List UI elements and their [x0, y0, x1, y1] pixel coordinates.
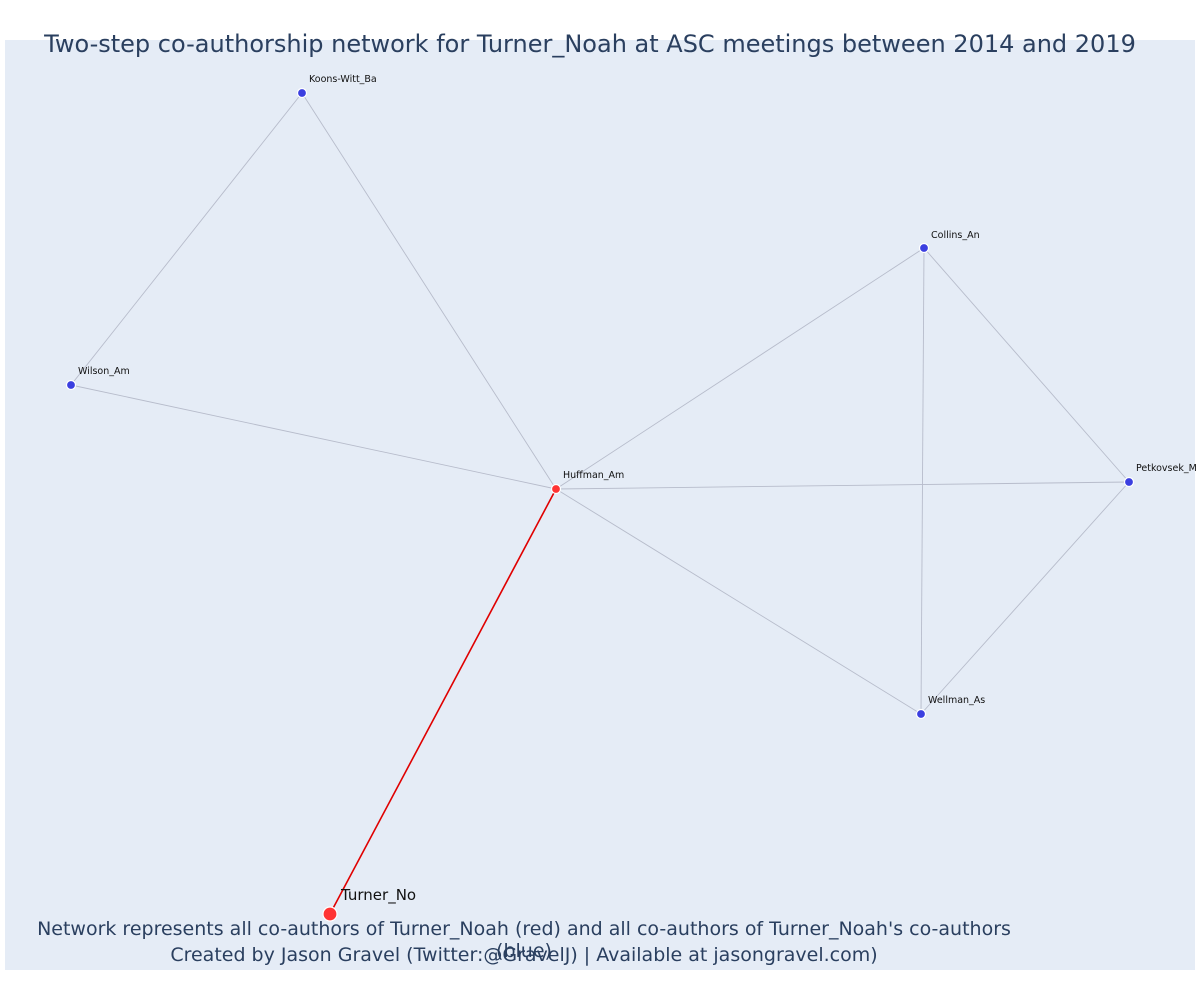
caption-line-2: Created by Jason Gravel (Twitter:@Gravel…	[170, 944, 878, 966]
node-marker-collins[interactable]	[918, 242, 930, 254]
node-collins[interactable]: Collins_An	[918, 230, 980, 254]
edge-koons-huffman	[301, 92, 557, 490]
node-huffman[interactable]: Huffman_Am	[550, 470, 625, 495]
node-marker-wellman[interactable]	[915, 708, 927, 720]
node-koons[interactable]: Koons-Witt_Ba	[296, 74, 377, 99]
node-marker-koons[interactable]	[296, 87, 308, 99]
edge-huffman-petkovsek	[555, 481, 1130, 490]
edge-petkovsek-wellman	[920, 481, 1130, 715]
edge-huffman-turner	[329, 488, 557, 915]
edge-collins-petkovsek	[923, 247, 1130, 483]
node-wilson[interactable]: Wilson_Am	[65, 366, 130, 391]
caption-line-1: Network represents all co-authors of Tur…	[37, 918, 1011, 962]
chart-title: Two-step co-authorship network for Turne…	[44, 30, 1136, 58]
nodes-layer: Koons-Witt_BaCollins_AnWilson_AmHuffman_…	[65, 74, 1197, 922]
node-label-huffman: Huffman_Am	[563, 470, 624, 481]
node-label-wilson: Wilson_Am	[78, 366, 130, 377]
node-label-koons: Koons-Witt_Ba	[309, 74, 377, 85]
node-marker-petkovsek[interactable]	[1123, 476, 1135, 488]
node-marker-turner[interactable]	[322, 906, 338, 922]
edge-collins-wellman	[920, 247, 925, 715]
node-marker-wilson[interactable]	[65, 379, 77, 391]
node-label-collins: Collins_An	[931, 230, 980, 241]
node-label-petkovsek: Petkovsek_M	[1136, 463, 1197, 474]
node-marker-huffman[interactable]	[550, 483, 562, 495]
node-wellman[interactable]: Wellman_As	[915, 695, 986, 720]
plot-area	[5, 40, 1195, 970]
node-label-wellman: Wellman_As	[928, 695, 985, 706]
edge-huffman-collins	[555, 247, 925, 490]
edge-koons-wilson	[70, 92, 303, 386]
edge-huffman-wellman	[555, 488, 922, 715]
node-petkovsek[interactable]: Petkovsek_M	[1123, 463, 1197, 488]
edge-wilson-huffman	[70, 384, 557, 490]
node-turner[interactable]: Turner_No	[322, 886, 416, 922]
node-label-turner: Turner_No	[340, 886, 416, 905]
edges-layer	[70, 92, 1130, 915]
